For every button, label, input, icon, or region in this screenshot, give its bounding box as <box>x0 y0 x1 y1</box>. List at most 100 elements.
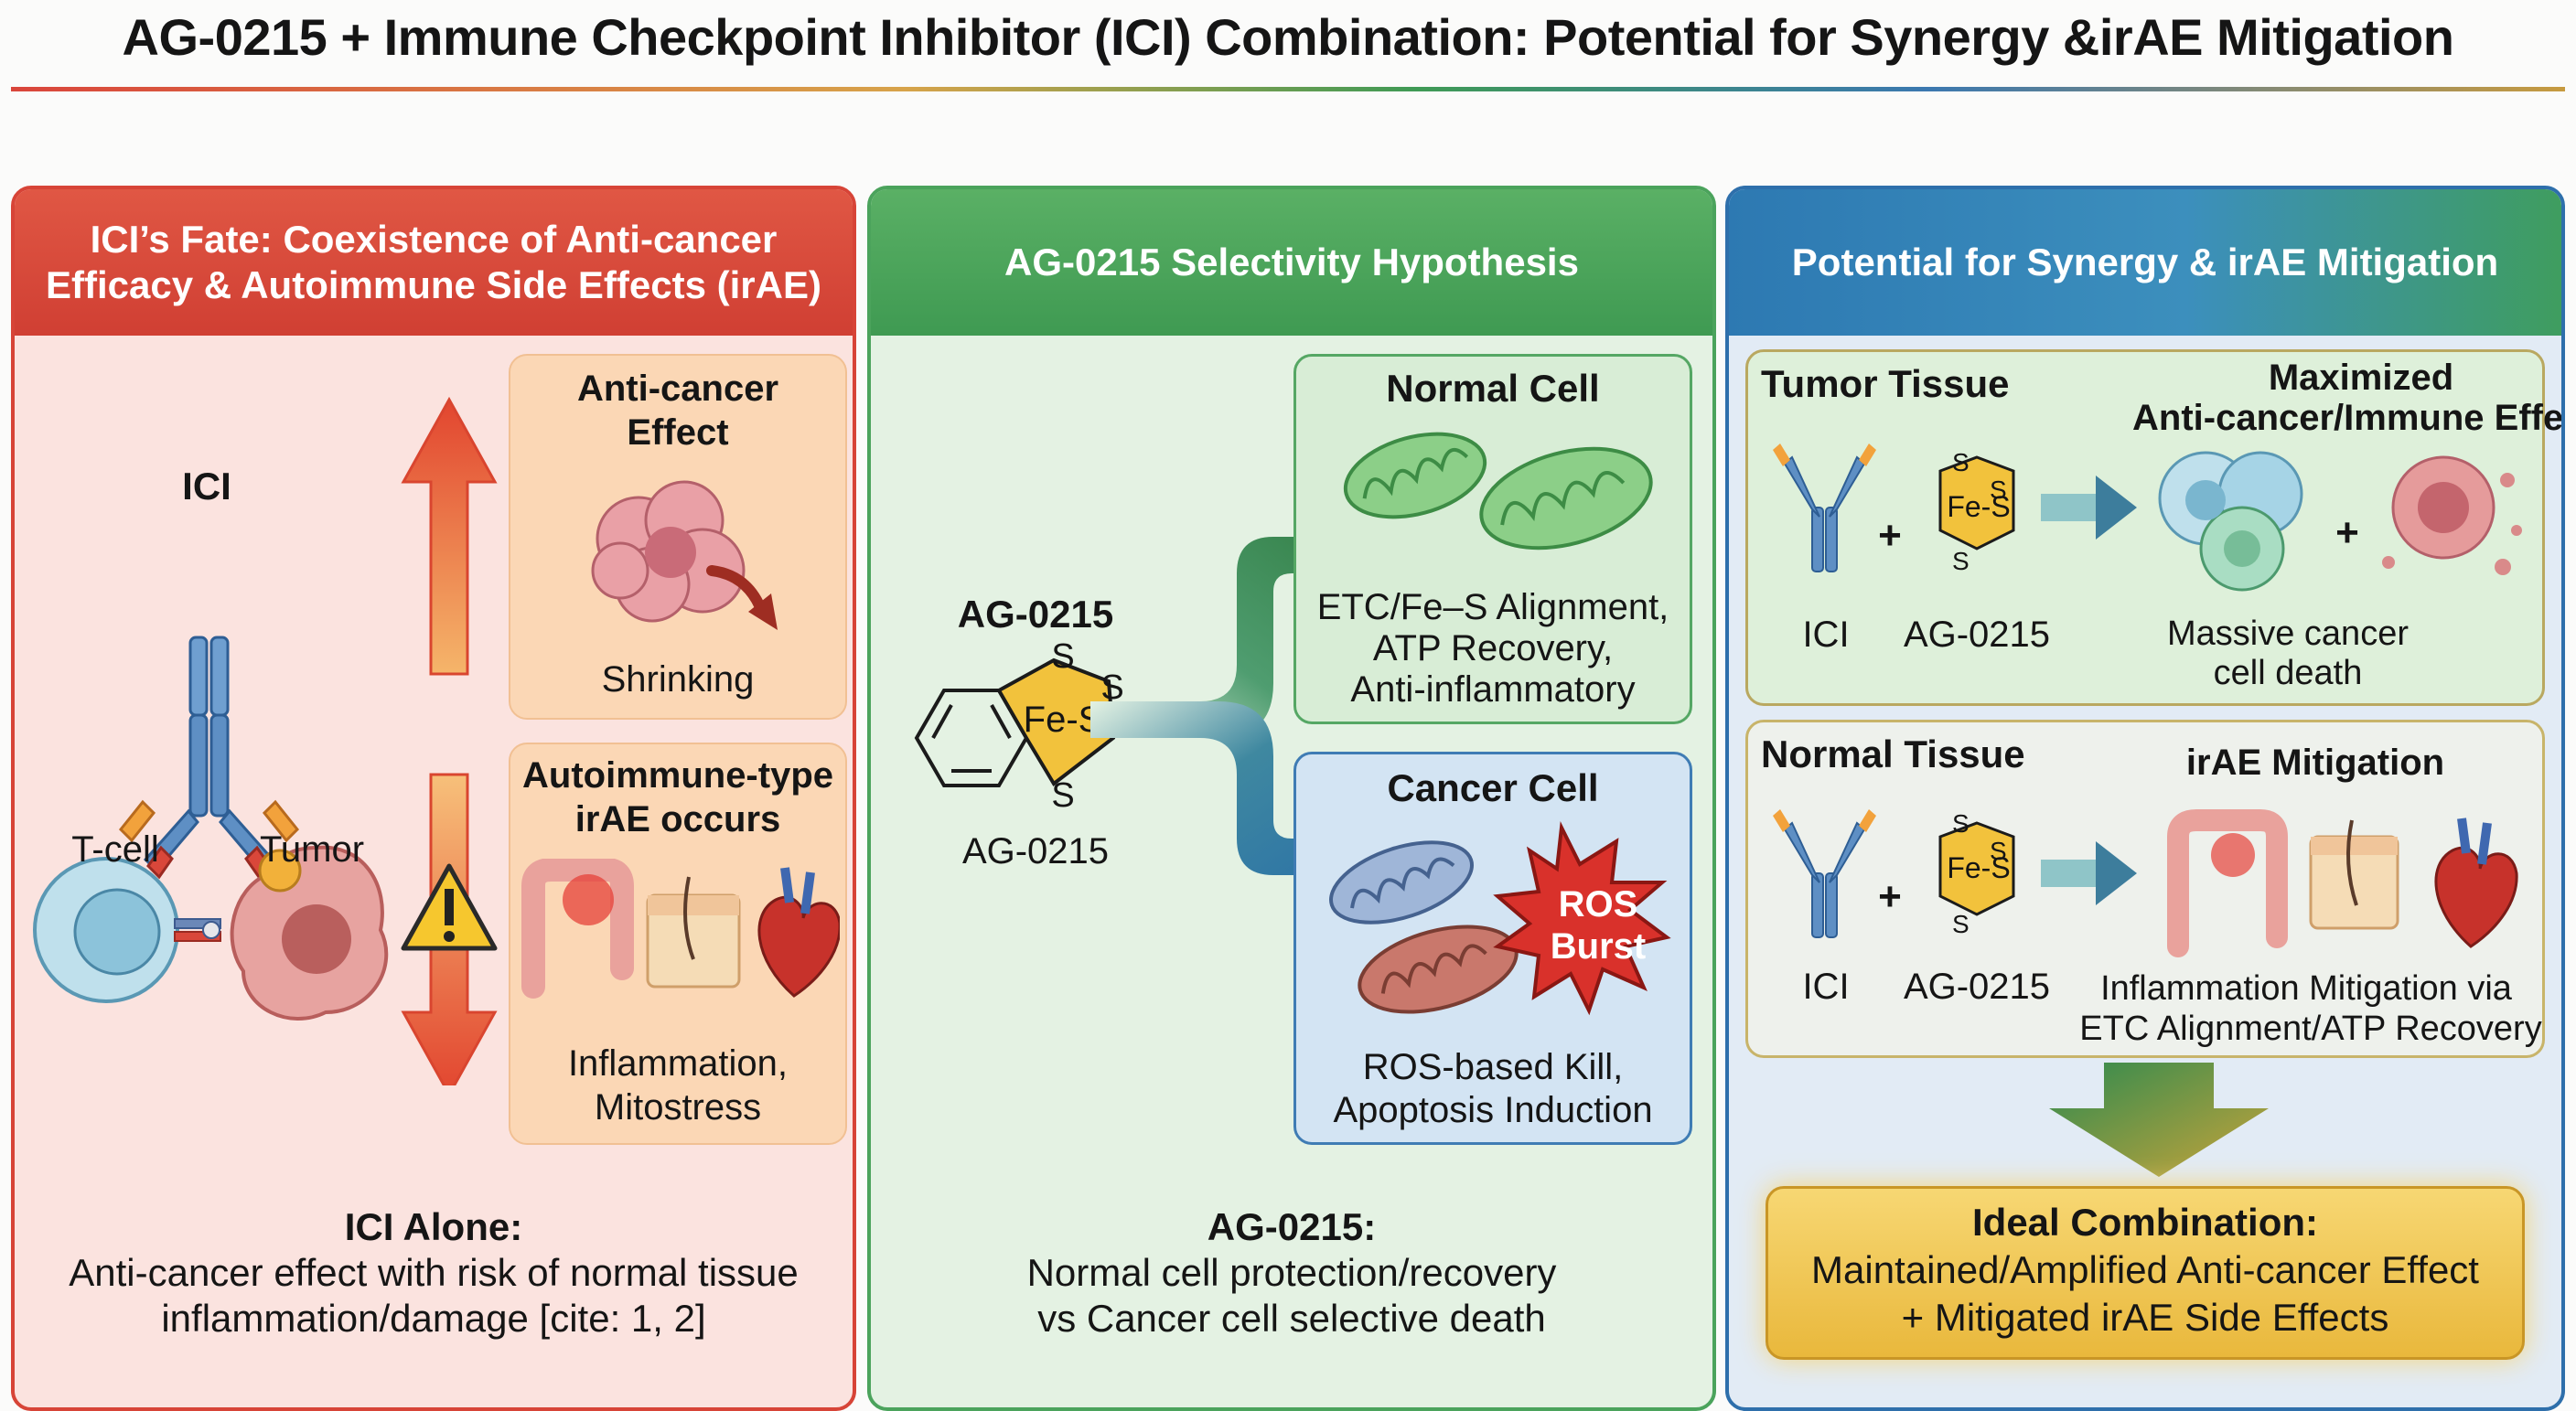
organ-icons <box>521 859 840 999</box>
tumor-ici-label: ICI <box>1802 615 1850 655</box>
fes-label-1: Fe-S <box>1947 490 2011 523</box>
normal-combination-graphic <box>1773 809 2518 957</box>
tumor-label: Tumor <box>259 829 365 870</box>
ideal-line2: + Mitigated irAE Side Effects <box>1901 1296 2389 1339</box>
tcell-icon <box>33 857 179 1003</box>
irae-mitigation-title: irAE Mitigation <box>2185 743 2445 783</box>
skin-icon <box>646 876 741 989</box>
antibody-icon <box>1773 809 1876 938</box>
anticancer-title-line1: Anti-cancer <box>576 369 779 409</box>
tcell-label: T-cell <box>71 829 159 870</box>
heart-icon <box>2434 818 2518 948</box>
ros-line1: ROS <box>1558 884 1638 925</box>
p3-sulfur-3: S <box>1952 547 1970 575</box>
normal-cell-line1: ETC/Fe–S Alignment, <box>1316 587 1669 627</box>
right-arrow-icon <box>2041 476 2137 540</box>
anticancer-title-line2: Effect <box>627 412 729 453</box>
molecule-caption: AG-0215 <box>961 831 1110 871</box>
fes-label-2: Fe-S <box>1947 851 2011 884</box>
receptor-connector-icon <box>174 918 221 942</box>
normal-tissue-box: Normal Tissue irAE Mitigation <box>1745 720 2545 1058</box>
ros-line2: Burst <box>1550 926 1647 967</box>
heart-icon <box>757 867 840 998</box>
panel1-summary-title: ICI Alone: <box>344 1205 523 1248</box>
plus-sign-3: + <box>1878 874 1902 919</box>
normal-ag-label: AG-0215 <box>1903 967 2051 1007</box>
normal-cell-line3: Anti-inflammatory <box>1350 669 1636 710</box>
irae-desc-line2: Mitostress <box>594 1087 762 1128</box>
panel1-summary-line2: inflammation/damage [cite: 1, 2] <box>161 1297 706 1340</box>
shrinking-tumor-icon <box>591 480 778 630</box>
irae-occurs-box: Autoimmune-type irAE occurs Inflammation… <box>509 743 847 1145</box>
tumor-ag-label: AG-0215 <box>1903 615 2051 655</box>
ideal-line1: Maintained/Amplified Anti-cancer Effect <box>1811 1248 2479 1291</box>
panel1-summary-line1: Anti-cancer effect with risk of normal t… <box>69 1251 799 1294</box>
mitigation-line2: ETC Alignment/ATP Recovery <box>2079 1010 2542 1048</box>
molecule-center-label: Fe-S <box>1023 700 1103 740</box>
p3-sulfur-2: S <box>1990 476 2007 504</box>
plus-sign-1: + <box>1878 513 1902 558</box>
right-arrow-icon <box>2041 841 2137 905</box>
dying-tumor-icon <box>2382 455 2522 575</box>
panel2-summary-line2: vs Cancer cell selective death <box>1037 1297 1546 1340</box>
mitigation-line1: Inflammation Mitigation via <box>2100 969 2512 1008</box>
panel-synergy: Potential for Synergy & irAE Mitigation … <box>1725 186 2565 1411</box>
normal-cell-box: Normal Cell ETC/Fe–S Alignment, ATP Reco… <box>1293 354 1692 724</box>
molecule-title: AG-0215 <box>957 593 1114 636</box>
fes-cluster-icon <box>1938 455 2015 551</box>
normal-ici-label: ICI <box>1802 967 1850 1007</box>
massive-line1: Massive cancer <box>2167 615 2409 653</box>
panel1-header-line2: Efficacy & Autoimmune Side Effects (irAE… <box>46 263 821 306</box>
down-merge-arrow-icon <box>2049 1063 2269 1177</box>
irae-title-line1: Autoimmune-type <box>522 755 833 796</box>
p3-sulfur-4: S <box>1952 809 1970 838</box>
anticancer-effect-box: Anti-cancer Effect Shrinking <box>509 354 847 720</box>
panel2-summary-title: AG-0215: <box>1207 1205 1377 1248</box>
sulfur-atom-2: S <box>1100 668 1124 707</box>
normal-tissue-title: Normal Tissue <box>1761 732 2025 775</box>
antibody-icon <box>1773 444 1876 572</box>
page-title: AG-0215 + Immune Checkpoint Inhibitor (I… <box>122 8 2454 66</box>
cancer-cell-line1: ROS-based Kill, <box>1362 1047 1624 1087</box>
tumor-tissue-title: Tumor Tissue <box>1761 362 2010 405</box>
irae-title-line2: irAE occurs <box>574 799 781 839</box>
sulfur-atom-1: S <box>1051 637 1075 676</box>
panel-selectivity: AG-0215 Selectivity Hypothesis AG-0215 F… <box>867 186 1716 1411</box>
panel2-header-text: AG-0215 Selectivity Hypothesis <box>1004 241 1579 283</box>
ici-label: ICI <box>182 465 231 508</box>
panel1-header-line1: ICI’s Fate: Coexistence of Anti-cancer <box>90 218 778 261</box>
ideal-combination-box: Ideal Combination: Maintained/Amplified … <box>1766 1186 2525 1360</box>
plus-sign-2: + <box>2335 510 2359 555</box>
title-divider <box>11 87 2565 91</box>
colon-icon <box>521 859 634 999</box>
normal-cell-line2: ATP Recovery, <box>1372 628 1614 668</box>
mitochondria-healthy-icon <box>1343 432 1653 551</box>
panel3-header-text: Potential for Synergy & irAE Mitigation <box>1791 241 2499 283</box>
panel3-header: Potential for Synergy & irAE Mitigation <box>1729 189 2561 336</box>
max-effect-line2: Anti-cancer/Immune Effect <box>2132 398 2565 438</box>
panel1-header: ICI’s Fate: Coexistence of Anti-cancer E… <box>15 189 853 336</box>
mitochondria-stressed-icon <box>1329 821 1671 1016</box>
fes-cluster-icon <box>1938 821 2015 916</box>
skin-icon <box>2309 819 2399 930</box>
p3-sulfur-5: S <box>1990 837 2007 865</box>
cancer-cell-box: Cancer Cell ROS Burst ROS-based Kill, Ap… <box>1293 752 1692 1145</box>
shrinking-label: Shrinking <box>601 659 755 700</box>
immune-cells-icon <box>2158 451 2303 592</box>
tumor-cell-icon <box>230 845 389 1021</box>
ag0215-molecule-icon <box>914 657 1116 787</box>
ideal-title: Ideal Combination: <box>1972 1201 2318 1244</box>
massive-line2: cell death <box>2213 654 2363 692</box>
sulfur-atom-3: S <box>1051 776 1075 815</box>
cancer-cell-line2: Apoptosis Induction <box>1333 1090 1653 1130</box>
ros-burst-icon <box>1493 821 1671 1016</box>
panel2-header: AG-0215 Selectivity Hypothesis <box>871 189 1712 336</box>
tumor-combination-graphic <box>1773 444 2522 592</box>
panel2-summary-line1: Normal cell protection/recovery <box>1026 1251 1557 1294</box>
ici-tcell-tumor-illustration <box>33 396 498 1085</box>
p3-sulfur-1: S <box>1952 448 1970 476</box>
normal-cell-title: Normal Cell <box>1386 367 1600 410</box>
tumor-tissue-box: Tumor Tissue Maximized Anti-cancer/Immun… <box>1745 349 2565 706</box>
irae-desc-line1: Inflammation, <box>567 1043 789 1084</box>
colon-icon <box>2167 809 2288 957</box>
